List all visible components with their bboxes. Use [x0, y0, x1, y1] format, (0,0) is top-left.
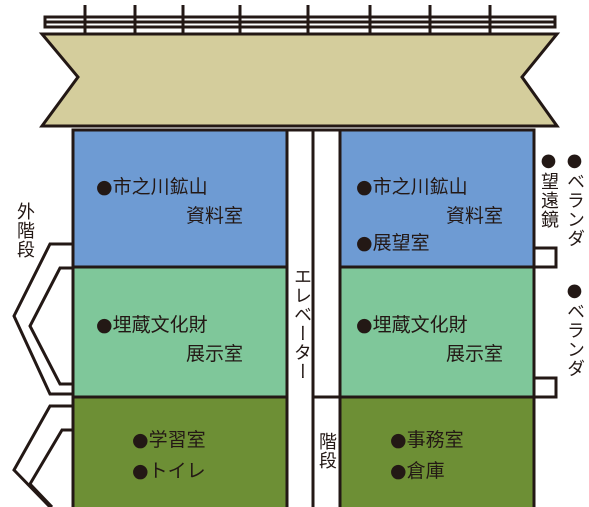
floor3-left-room-suffix: 資料室	[186, 205, 244, 227]
outer-stairs-label: 外階段	[14, 202, 35, 259]
elevator-label: エレベーター	[291, 267, 312, 381]
veranda-label-top: ●ベランダ	[564, 150, 585, 248]
floor1-office: ●事務室	[390, 429, 464, 451]
elevator-shaft	[285, 128, 342, 507]
floor1-study-room: ●学習室	[132, 429, 206, 451]
veranda-label-bottom: ●ベランダ	[564, 280, 585, 378]
floor1-toilet: ●トイレ	[132, 460, 206, 482]
floor3-right-room-suffix: 資料室	[446, 205, 504, 227]
outer-stairs-rail	[12, 242, 73, 507]
stairs-label: 階段	[316, 432, 337, 470]
observation-mirror-label: ●望遠鏡	[538, 150, 559, 229]
floor3-left-room-name: ●市之川鉱山	[96, 176, 208, 198]
building-right-block	[338, 128, 536, 507]
floor1-storage: ●倉庫	[390, 460, 445, 482]
roof-railing	[43, 5, 557, 37]
roof	[38, 32, 561, 128]
floor2-right-room-name: ●埋蔵文化財	[356, 314, 468, 336]
floor2-left-room-name: ●埋蔵文化財	[96, 314, 208, 336]
floor2-right-room-suffix: 展示室	[446, 343, 504, 365]
floor3-right-room-name: ●市之川鉱山	[356, 176, 468, 198]
veranda-ledges	[532, 246, 558, 399]
floor3-observation-room: ●展望室	[356, 232, 430, 254]
floor2-left-room-suffix: 展示室	[186, 343, 244, 365]
